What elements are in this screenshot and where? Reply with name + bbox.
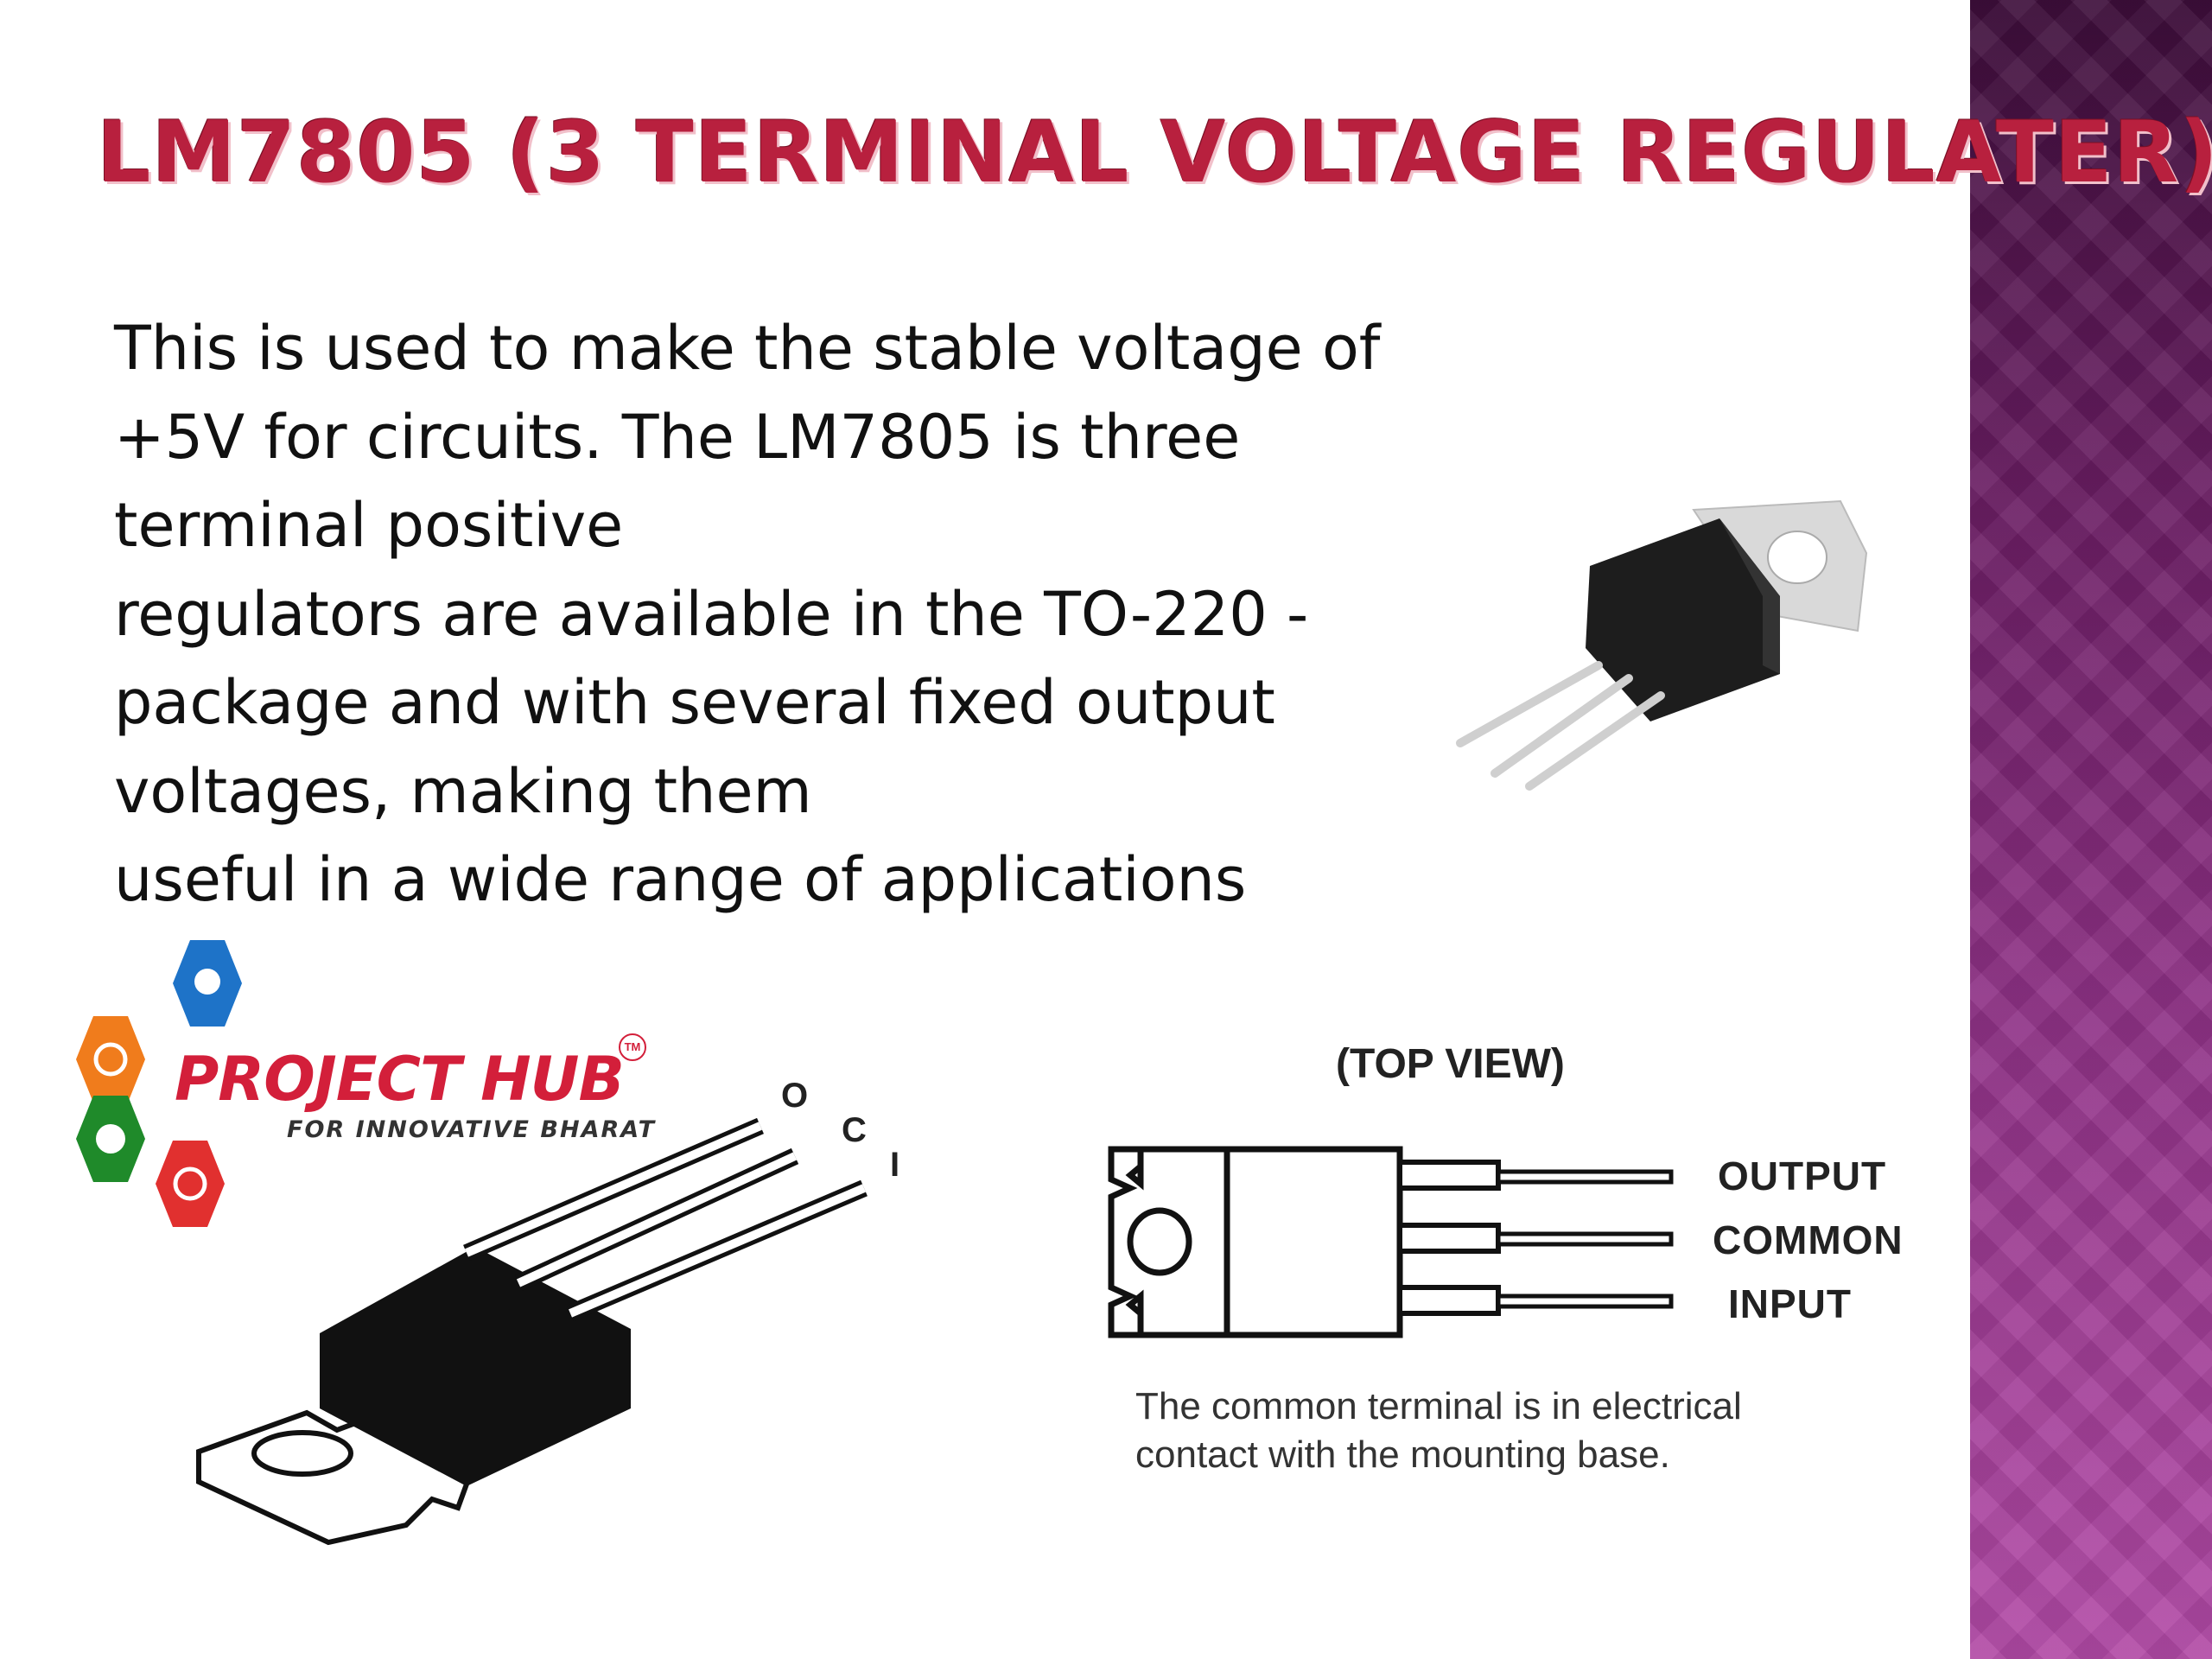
note-line: contact with the mounting base.: [1135, 1433, 1670, 1476]
note-line: The common terminal is in electrical: [1135, 1385, 1742, 1427]
description-line: package and with several fixed output: [114, 667, 1275, 738]
regulator-photo: [1456, 499, 1868, 791]
pin-letter-i: I: [890, 1146, 900, 1184]
pin-label-common: COMMON: [1713, 1217, 1904, 1262]
to220-line-drawing: [196, 1117, 868, 1546]
description-text: This is used to make the stable voltage …: [114, 304, 1462, 925]
top-view-pinout-diagram: [1108, 1146, 1674, 1338]
top-view-title: (TOP VIEW): [1336, 1041, 1565, 1087]
pin-label-input: INPUT: [1728, 1281, 1852, 1326]
description-line: terminal positive: [114, 490, 624, 561]
description-line: useful in a wide range of applications: [114, 844, 1247, 915]
description-line: regulators are available in the TO-220 -: [114, 578, 1309, 650]
description-line: This is used to make the stable voltage …: [114, 313, 1381, 384]
logo-trademark: TM: [619, 1033, 646, 1061]
logo-tagline: FOR INNOVATIVE BHARAT: [287, 1116, 656, 1143]
pin-letter-o: O: [781, 1077, 809, 1115]
description-line: voltages, making them: [114, 755, 812, 827]
pin-label-output: OUTPUT: [1718, 1154, 1887, 1198]
project-hub-logo: [76, 940, 242, 1227]
slide-title: LM7805 (3 TERMINAL VOLTAGE REGULATER): [97, 104, 2212, 202]
decorative-side-band: [1970, 0, 2212, 1659]
logo-brand-name: PROJECT HUB: [175, 1044, 625, 1115]
description-line: +5V for circuits. The LM7805 is three: [114, 401, 1241, 473]
pin-letter-c: C: [842, 1111, 867, 1149]
top-view-note: The common terminal is in electrical con…: [1135, 1382, 1913, 1479]
